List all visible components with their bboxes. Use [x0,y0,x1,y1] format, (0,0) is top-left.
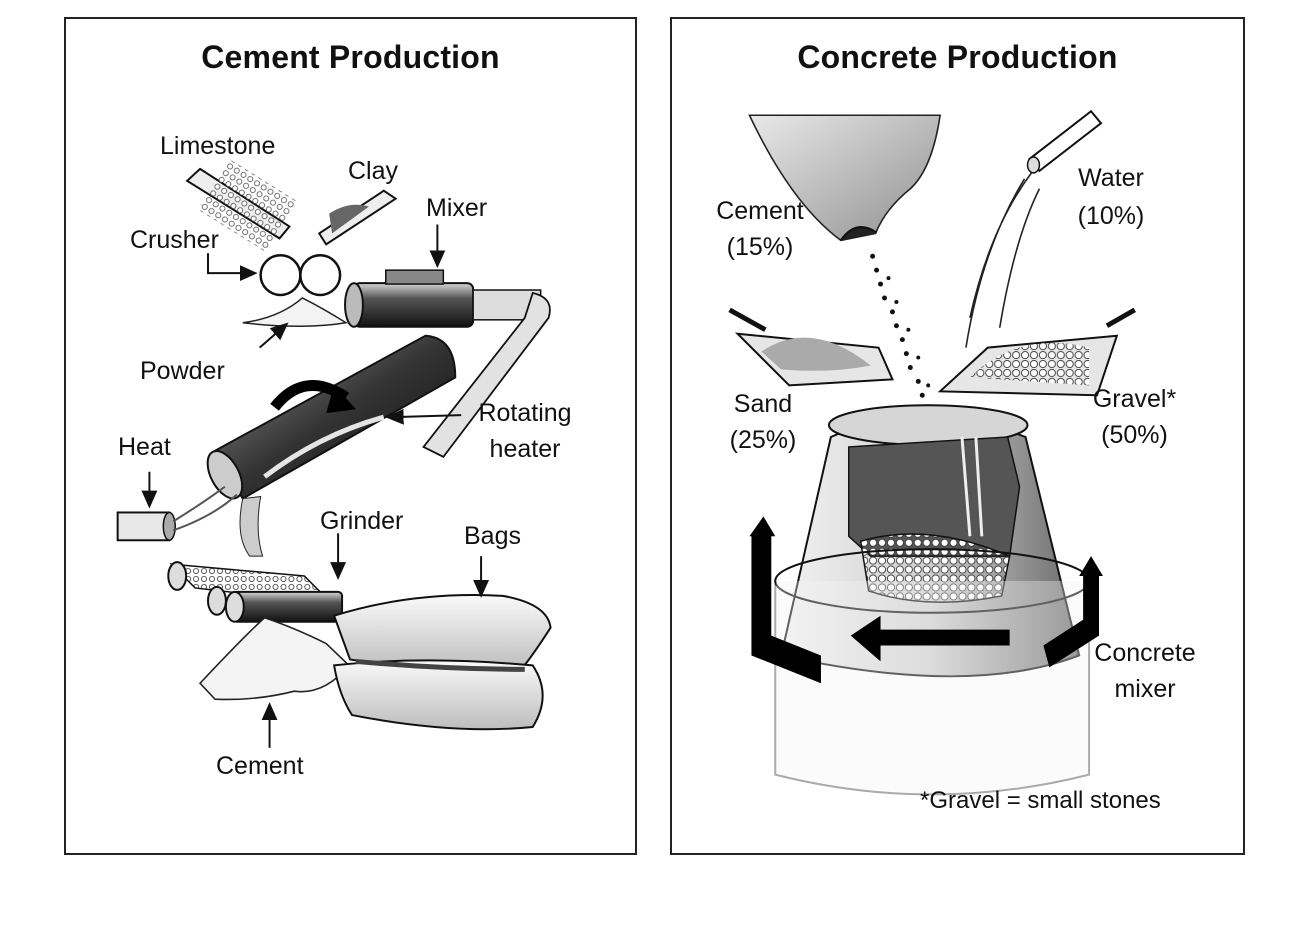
gravel-label: Gravel* [1092,385,1177,413]
cement-process-illustration [116,158,552,748]
gravel-percent: (50%) [1101,421,1168,449]
gravel-footnote: *Gravel = small stones [920,787,1161,814]
rotating-heater-label-line1: Rotating [478,399,572,427]
rotation-arrows [749,516,1103,684]
concrete-mixer-label-line1: Concrete [1094,639,1196,667]
powder-label: Powder [140,357,225,385]
hopper-chute [185,158,398,253]
sand-shovel [728,307,894,387]
limestone-label: Limestone [160,132,276,160]
cement-bag [748,114,942,242]
clay-label: Clay [348,157,399,185]
cement-label-arrows [141,224,490,748]
concrete-process-illustration [728,109,1136,796]
cement-bags [332,594,552,731]
falling-material [239,496,264,557]
cement-production-title: Cement Production [201,39,500,75]
rotating-heater-label-line2: heater [489,435,561,463]
water-label: Water [1078,164,1144,192]
concrete-cement-label: Cement [716,197,804,225]
cement-stream [870,253,931,412]
powder-pile [242,297,349,327]
water-stream [965,172,1041,348]
concrete-cement-percent: (15%) [726,233,794,261]
gravel-shovel [937,307,1136,397]
concrete-mixer-label-line2: mixer [1114,675,1176,703]
rotating-heater-drum [206,334,457,500]
concrete-production-title: Concrete Production [797,39,1118,75]
crusher-label: Crusher [130,226,219,254]
concrete-mixer-drum [774,404,1091,796]
sand-percent: (25%) [729,426,797,454]
cement-output-label: Cement [216,752,304,780]
mixer-cylinder [344,269,542,328]
grinder-label: Grinder [320,507,404,535]
cement-pile [198,616,351,701]
mixer-label: Mixer [426,194,488,222]
heat-label: Heat [118,433,171,461]
crusher-rollers [259,254,342,297]
concrete-production-panel: Concrete Production [670,17,1245,855]
sand-label: Sand [733,390,793,418]
water-percent: (10%) [1077,202,1145,230]
heat-burner [116,485,238,542]
cement-production-panel: Cement Production [64,17,637,855]
grinder [167,561,344,623]
bags-label: Bags [464,522,521,550]
water-pipe [1026,109,1103,174]
